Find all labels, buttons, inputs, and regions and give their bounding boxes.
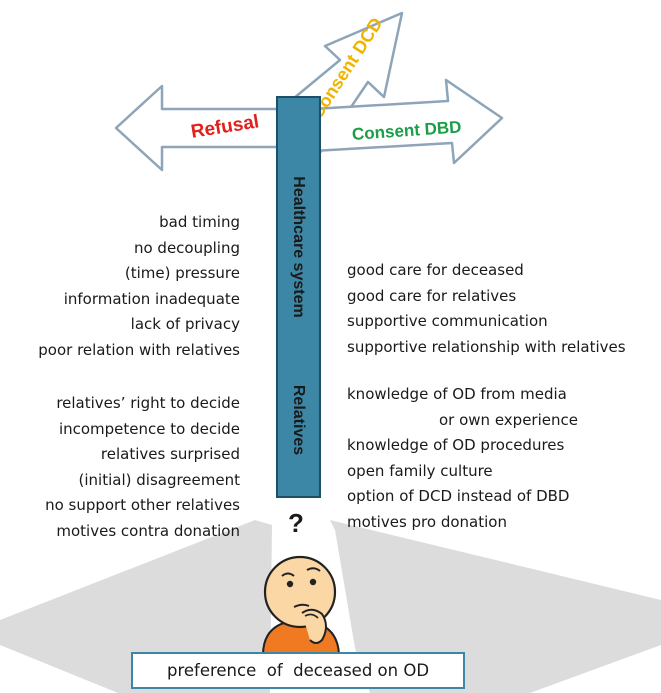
list-item: incompetence to decide [58, 419, 240, 438]
healthcare-system-label: Healthcare system [290, 176, 307, 317]
question-mark: ? [288, 508, 304, 538]
left-shadow-beam [0, 520, 272, 693]
list-item: relatives’ right to decide [56, 394, 240, 412]
list-item: open family culture [347, 461, 493, 480]
list-item: or own experience [439, 410, 578, 429]
preference-label: preference of deceased on OD [166, 661, 430, 680]
list-item: relatives surprised [100, 445, 240, 463]
list-item: (time) pressure [124, 264, 240, 282]
facilitators-relatives-list: knowledge of OD from media or own experi… [347, 382, 578, 535]
facilitators-healthcare-list: good care for deceased good care for rel… [347, 258, 626, 360]
list-item: poor relation with relatives [38, 340, 240, 359]
list-item: (initial) disagreement [78, 470, 240, 489]
list-item: motives pro donation [347, 512, 507, 531]
barriers-relatives-list: relatives’ right to decide incompetence … [45, 391, 240, 544]
list-item: good care for relatives [347, 286, 517, 305]
bottom-preference-box: preference of deceased on OD [131, 652, 465, 689]
list-item: supportive communication [347, 312, 548, 330]
list-item: knowledge of OD from media [347, 385, 567, 403]
list-item: bad timing [159, 213, 240, 231]
signpost-pole [276, 96, 321, 498]
list-item: lack of privacy [130, 315, 240, 333]
list-item: knowledge of OD procedures [347, 436, 565, 454]
list-item: supportive relationship with relatives [347, 337, 626, 356]
consent-dbd-arrow [294, 78, 504, 165]
list-item: motives contra donation [56, 521, 240, 540]
thinking-person-icon [261, 555, 341, 656]
list-item: no support other relatives [45, 496, 240, 514]
relatives-label: Relatives [290, 385, 307, 455]
list-item: option of DCD instead of DBD [347, 487, 570, 505]
list-item: information inadequate [63, 289, 240, 308]
list-item: good care for deceased [347, 261, 524, 279]
barriers-healthcare-list: bad timing no decoupling (time) pressure… [38, 210, 240, 363]
list-item: no decoupling [133, 238, 240, 257]
right-shadow-beam [330, 520, 661, 693]
